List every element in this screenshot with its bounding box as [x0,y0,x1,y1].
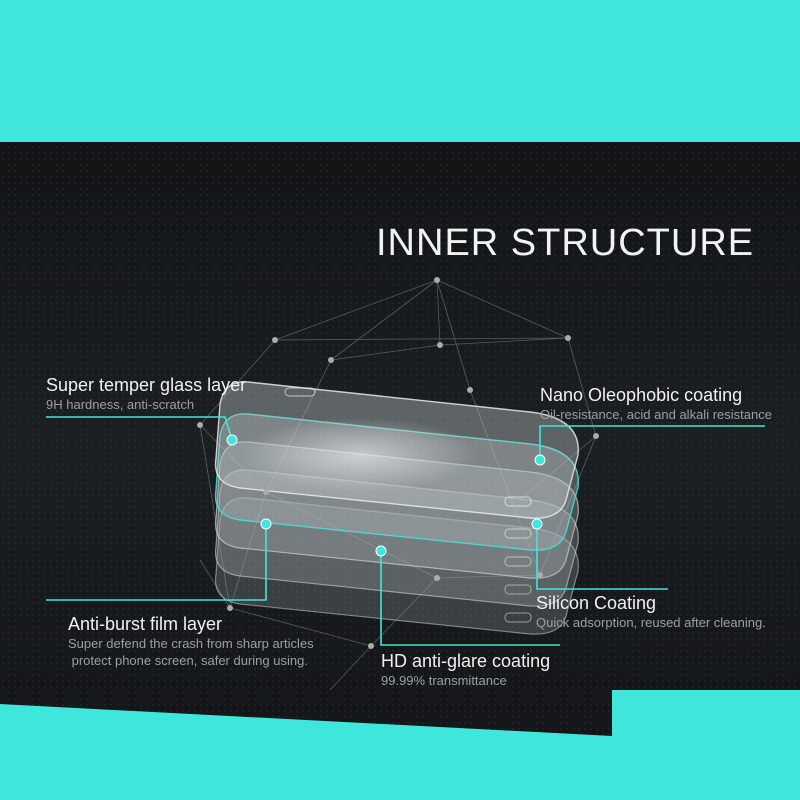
callout-line-silicon [536,524,668,590]
callout-line-anti-burst [46,524,267,601]
label-nano-oleophobic-coating: Nano Oleophobic coating Oil-resistance, … [540,384,772,423]
label-silicon-coating: Silicon Coating Quick adsorption, reused… [536,592,766,631]
callout-line-hd-anti-glare [380,551,560,646]
layer-description: 9H hardness, anti-scratch [46,397,195,412]
label-super-temper-glass-layer: Super temper glass layer 9H hardness, an… [46,374,246,413]
glass-layer-stack [214,381,579,635]
callout-line-super-temper [46,416,233,441]
callout-lines [46,416,765,646]
wireframe-nodes [197,277,599,649]
layer-title: Anti-burst film layer [68,614,223,634]
layer-title: Nano Oleophobic coating [540,385,743,405]
heading: INNER STRUCTURE [376,222,755,264]
layer-description: Super defend the crash from sharp articl… [68,636,314,651]
callout-line-nano-oleophobic [539,425,765,460]
glass-layer-4 [214,469,579,607]
layer-description: Oil-resistance, acid and alkali resistan… [540,407,772,422]
label-hd-anti-glare-coating: HD anti-glare coating 99.99% transmittan… [381,650,550,689]
callout-dots [226,434,546,557]
layer-title: Super temper glass layer [46,375,247,395]
layer-title: HD anti-glare coating [381,651,551,671]
layer-description: Quick adsorption, reused after cleaning. [536,615,766,630]
light-glare [240,417,480,493]
layer-description: protect phone screen, safer during using… [68,653,308,668]
layer-description: 99.99% transmittance [381,673,507,688]
label-anti-burst-film-layer: Anti-burst film layer Super defend the c… [68,613,314,669]
layer-title: Silicon Coating [536,593,657,613]
